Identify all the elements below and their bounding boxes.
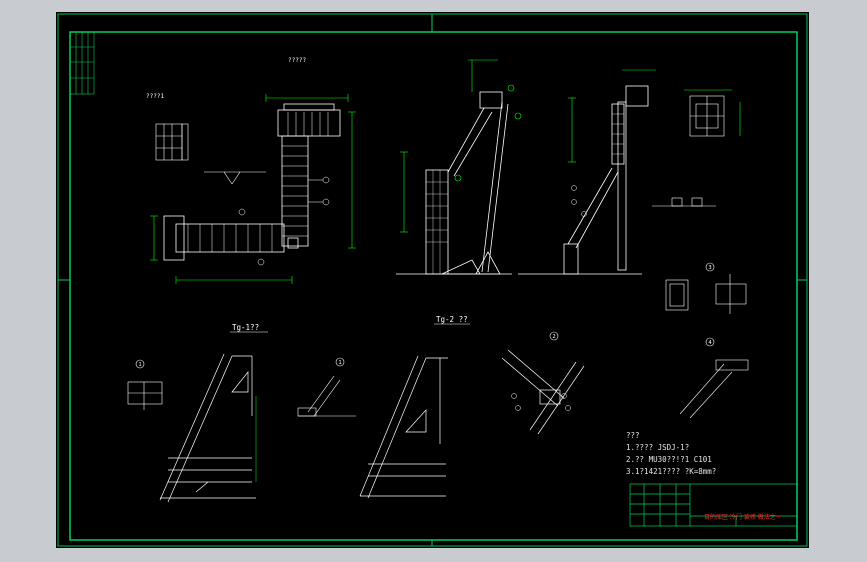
- stair-plan: [163, 103, 341, 261]
- left-plan-title: ????1: [146, 93, 164, 100]
- upper-right-plan: [652, 95, 725, 207]
- plan-leaders: [238, 176, 330, 266]
- detail-mark-label: 1: [338, 360, 341, 366]
- drawing-sheet[interactable]: ????? ????1: [56, 12, 809, 548]
- detail-mark-label: 3: [708, 265, 711, 271]
- left-detail: [155, 123, 266, 185]
- detail-1-mark: [705, 262, 715, 272]
- section-1-dims: [400, 59, 498, 233]
- tg1-side-detail: [297, 375, 356, 417]
- upper-right-dims: [684, 89, 741, 136]
- section-2-leaders: [571, 185, 587, 217]
- node-detail-mark: [549, 331, 559, 341]
- tg2-title: Tg-2 ??: [436, 315, 468, 324]
- detail-mark-label: 2: [552, 334, 555, 340]
- node-detail: [501, 349, 585, 435]
- far-left-detail-mark: [135, 359, 145, 369]
- drawing-title: 目的库区 冷门 装修 做法之一: [704, 514, 782, 521]
- section-1-leaders: [454, 84, 522, 182]
- top-plan-title: ?????: [288, 57, 306, 64]
- inner-border: [69, 31, 798, 541]
- tg2-detail: [359, 355, 448, 499]
- section-2-dims: [568, 69, 656, 163]
- revision-strip: [69, 31, 95, 95]
- note-line: 2.?? MU30??!?1 C101: [626, 455, 712, 464]
- stair-section-2: [518, 85, 649, 275]
- stair-section-1: [396, 91, 512, 275]
- node-leaders: [511, 393, 571, 411]
- note-line: 1.???? JSDJ-1?: [626, 443, 690, 452]
- cad-drawing: ????? ????1: [57, 13, 808, 547]
- detail-mark-label: 1: [138, 362, 141, 368]
- detail-mark-label: 4: [708, 340, 712, 346]
- far-left-detail: [127, 381, 163, 410]
- center-marks: [58, 14, 807, 546]
- detail-4: [679, 359, 749, 419]
- detail-4-mark: [705, 337, 715, 347]
- title-block: [629, 483, 798, 527]
- plan-dimensions: [150, 94, 356, 284]
- tg1-title: Tg-1??: [232, 323, 259, 332]
- detail-1: [665, 274, 747, 314]
- notes-header: ???: [626, 431, 640, 440]
- tg1-detail: [159, 353, 256, 503]
- note-line: 3.1?1421???? ?K=8mm?: [626, 467, 717, 476]
- side-detail-mark: [335, 357, 345, 367]
- general-notes: ??? 1.???? JSDJ-1? 2.?? MU30??!?1 C101 3…: [626, 430, 716, 478]
